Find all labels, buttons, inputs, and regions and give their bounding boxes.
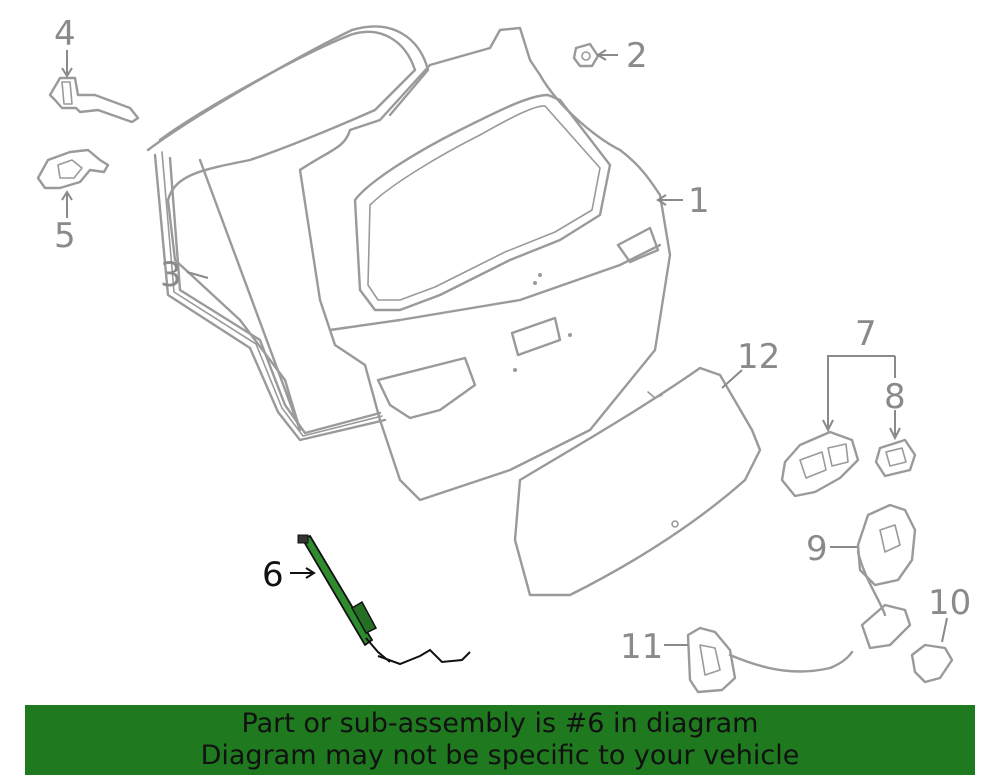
part-2-clip[interactable] [572,42,600,68]
callout-7: 7 [855,314,877,354]
part-7-actuator[interactable] [780,430,860,498]
part-3-weatherstrip[interactable] [146,25,430,442]
leader-lines [61,49,948,646]
part-11-release[interactable] [686,626,854,694]
part-4-hinge[interactable] [48,76,140,124]
callout-2: 2 [626,36,648,76]
callout-3: 3 [160,255,182,295]
callout-11: 11 [620,627,663,667]
part-6-lift-support[interactable] [297,534,471,666]
part-9-latch[interactable] [856,503,917,650]
callout-5: 5 [54,216,76,256]
info-banner: Part or sub-assembly is #6 in diagram Di… [25,705,975,775]
callout-6: 6 [262,555,284,595]
banner-line-2: Diagram may not be specific to your vehi… [200,740,800,771]
parts-diagram: 4 2 1 5 3 7 12 8 9 6 10 11 [36,14,971,694]
banner-line-1: Part or sub-assembly is #6 in diagram [241,708,759,739]
part-12-glass[interactable] [513,366,762,597]
callout-10: 10 [928,583,971,623]
part-10-switch[interactable] [910,643,954,684]
callout-1: 1 [688,181,710,221]
callout-4: 4 [54,14,76,54]
callout-9: 9 [806,529,828,569]
part-5-bracket[interactable] [36,148,110,190]
part-8-connector[interactable] [874,438,917,478]
callout-12: 12 [737,337,780,377]
part-1-liftgate[interactable] [298,26,672,502]
callout-8: 8 [884,377,906,417]
